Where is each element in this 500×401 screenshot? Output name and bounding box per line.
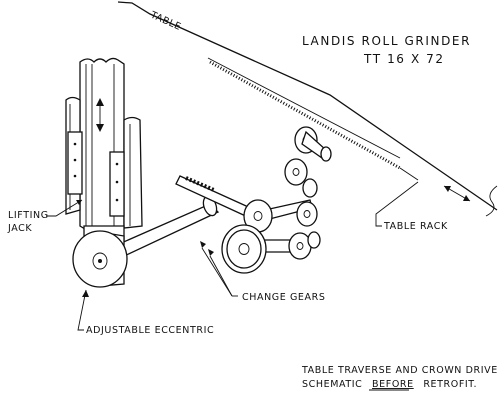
rack-end [399,167,419,181]
lifting-jack [65,57,143,245]
table-rack-leader [375,181,419,227]
traverse-arrow-icon [443,185,471,202]
caption-line-2: SCHEMATIC BEFORE RETROFIT. [302,379,477,390]
table-label: TABLE [148,9,183,33]
caption-line-2-pre: SCHEMATIC [302,379,362,390]
lifting-jack-label-1: LIFTING [8,210,49,221]
adjustable-eccentric [72,230,128,288]
lifting-jack-leader [46,199,83,217]
table-rack-label: TABLE RACK [383,221,448,232]
title-line-1: LANDIS ROLL GRINDER [302,34,471,48]
caption-line-1: TABLE TRAVERSE AND CROWN DRIVE [301,365,498,376]
change-gears-label: CHANGE GEARS [242,292,325,303]
adjustable-eccentric-label: ADJUSTABLE ECCENTRIC [86,325,214,336]
change-gears-leader [200,241,238,297]
title-line-2: TT 16 X 72 [363,52,445,66]
caption-line-2-underlined: BEFORE [372,379,414,390]
table-edge [117,1,498,211]
worm-thread [185,176,215,192]
change-gears [221,126,332,274]
table-rack-teeth [209,60,401,170]
lifting-jack-label-2: JACK [7,223,32,234]
table-lower-edge [207,57,401,159]
table-break [485,185,498,217]
caption-line-2-post: RETROFIT. [423,379,477,390]
eccentric-leader [77,289,87,331]
